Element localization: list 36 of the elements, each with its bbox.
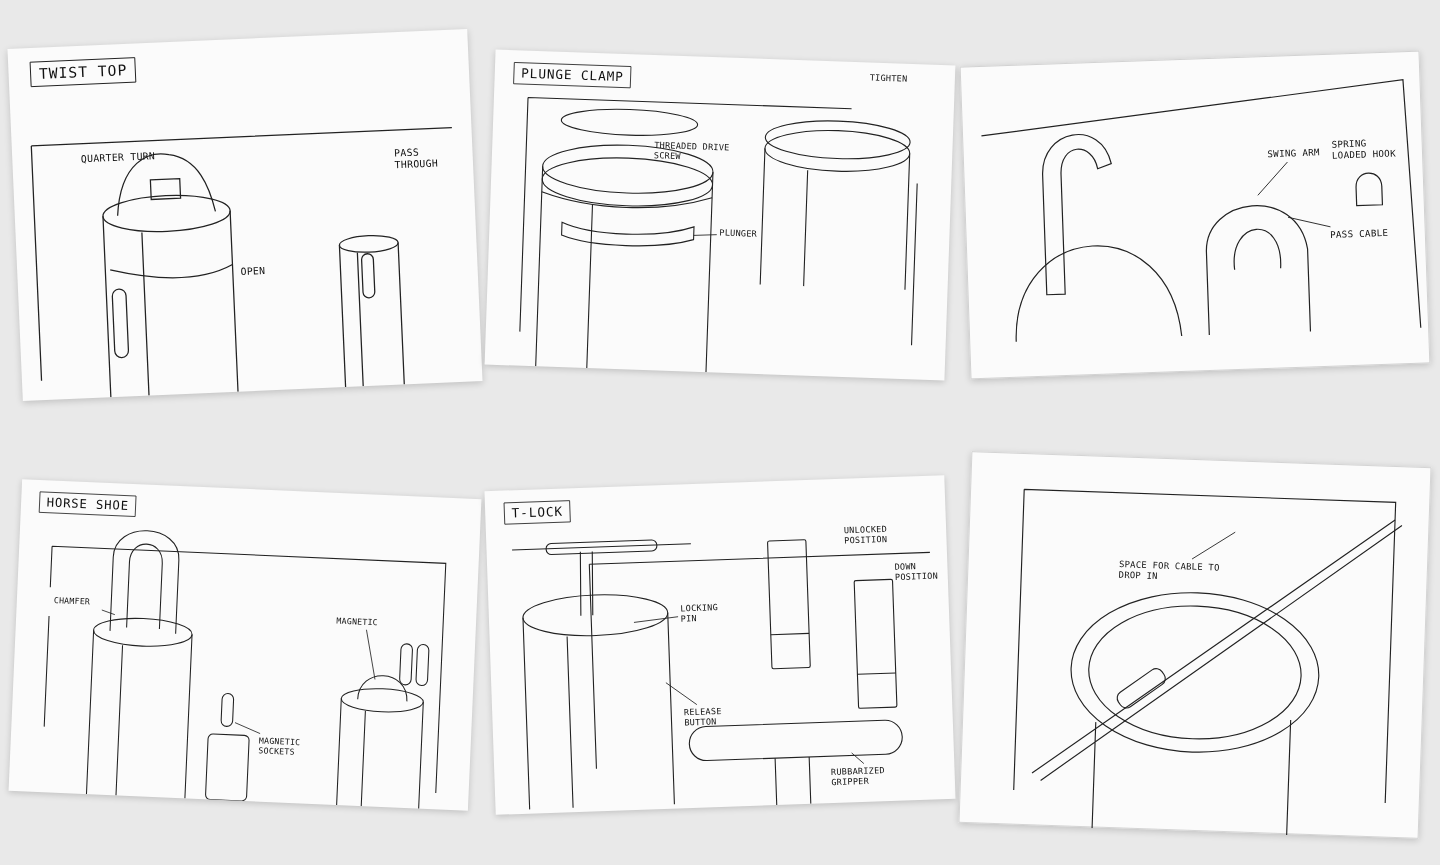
leader-line: [1257, 161, 1288, 196]
annotation-text: SWING ARM: [1267, 147, 1323, 160]
annotation-text: TIGHTEN: [869, 72, 909, 86]
annotation-text: SPRING LOADED HOOK: [1331, 137, 1398, 162]
annotation-text: PASS CABLE: [1329, 227, 1395, 241]
leader-line: [101, 609, 116, 616]
sheet-title: T-LOCK: [503, 500, 571, 525]
leader-line: [665, 682, 698, 706]
annotation-text: PLUNGER: [719, 227, 771, 240]
leader-line: [366, 629, 376, 680]
annotation-text: QUARTER TURN: [80, 149, 157, 166]
annotation-text: THREADED DRIVE SCREW: [653, 140, 731, 163]
annotation-text: LOCKING PIN: [680, 602, 732, 625]
sheet-title: TWIST TOP: [29, 57, 137, 88]
annotation-text: CHAMFER: [53, 595, 104, 608]
annotation-text: UNLOCKED POSITION: [843, 523, 889, 547]
leader-line: [234, 722, 261, 734]
annotation-text: SPACE FOR CABLE TO DROP IN: [1118, 559, 1226, 585]
annotation-text: RELEASE BUTTON: [683, 705, 745, 729]
sheet-title: PLUNGE CLAMP: [513, 62, 632, 89]
annotation-text: RUBBARIZED GRIPPER: [830, 764, 926, 788]
annotation-text: PASS THROUGH: [393, 145, 440, 172]
annotation-text: MAGNETIC SOCKETS: [258, 736, 325, 759]
annotation-text: MAGNETIC: [336, 616, 395, 629]
paper-sheet: [959, 50, 1431, 380]
leader-line: [633, 616, 679, 623]
leader-line: [693, 234, 718, 236]
paper-sheet: [958, 451, 1432, 839]
annotation-text: DOWN POSITION: [894, 560, 940, 583]
leader-line: [1287, 216, 1331, 228]
paper-sheet: [484, 49, 956, 381]
paper-sheet: [484, 475, 956, 815]
leader-line: [851, 752, 865, 764]
annotation-text: OPEN: [240, 264, 267, 278]
leader-line: [1191, 531, 1236, 560]
sheet-title: HORSE SHOE: [38, 491, 137, 517]
